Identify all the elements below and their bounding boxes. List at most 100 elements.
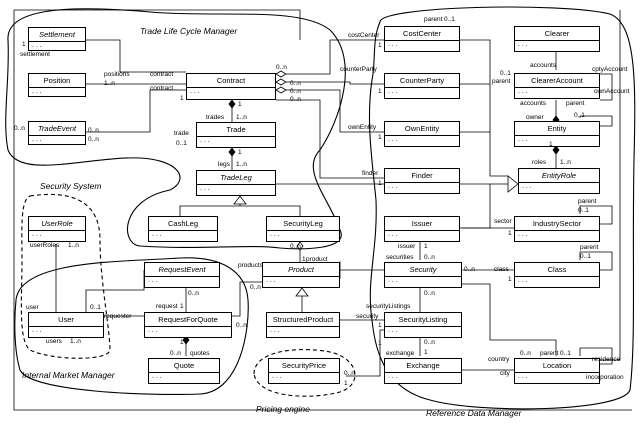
class-entity-role[interactable]: EntityRole . . . — [518, 168, 600, 194]
class-counter-party[interactable]: CounterParty . . . — [384, 73, 460, 99]
class-name: SecurityListing — [385, 313, 461, 327]
multiplicity-label: 0..n — [88, 136, 99, 143]
role-label: userRoles — [30, 242, 60, 249]
class-attributes: . . . — [32, 231, 42, 238]
class-attributes: . . . — [388, 327, 398, 334]
class-attributes: . . . — [518, 88, 528, 95]
class-attributes: . . . — [388, 373, 398, 380]
role-label: accounts — [520, 100, 547, 107]
role-label: securities — [386, 254, 414, 261]
role-label: product — [306, 256, 328, 263]
role-label: trade — [174, 130, 189, 137]
outer-frame-top — [14, 9, 301, 40]
composition-diamond-trade — [228, 147, 236, 157]
class-industry-sector[interactable]: IndustrySector . . . — [514, 216, 600, 242]
region-label-security-system: Security System — [40, 181, 102, 191]
role-label: quotes — [190, 350, 210, 357]
class-settlement[interactable]: Settlement . . . — [28, 27, 86, 51]
multiplicity-label: 0..n — [250, 284, 261, 291]
class-entity[interactable]: Entity . . . — [514, 121, 600, 147]
class-security-price[interactable]: SecurityPrice . . . — [268, 358, 340, 384]
aggregation-diamond-leg — [296, 241, 304, 251]
multiplicity-label: 0..n — [344, 370, 355, 377]
class-security[interactable]: Security . . . — [384, 262, 462, 288]
class-user-role[interactable]: UserRole . . . — [28, 216, 86, 242]
class-contract[interactable]: Contract . . . — [186, 73, 276, 100]
composition-diamond-contract — [228, 99, 236, 109]
class-attributes: . . . — [200, 185, 210, 192]
multiplicity-label: 1 — [424, 243, 428, 250]
line-leg-generalization — [179, 205, 301, 216]
class-attributes: . . . — [270, 327, 280, 334]
multiplicity-label: 1 — [378, 180, 382, 187]
class-own-entity[interactable]: OwnEntity . . . — [384, 121, 460, 147]
role-label: accounts — [530, 62, 557, 69]
class-name: IndustrySector — [515, 217, 599, 231]
role-label: counterParty — [340, 66, 377, 73]
region-label-internal-market: Internal Market Manager — [22, 370, 115, 380]
line-finder-contract — [276, 99, 384, 179]
role-label: residence — [592, 356, 621, 363]
class-name: Location — [515, 359, 599, 373]
multiplicity-label: 1 — [378, 88, 382, 95]
role-label: finder — [362, 170, 379, 177]
line-contract-counterparty — [276, 81, 384, 85]
multiplicity-label: 1 — [180, 303, 184, 310]
class-trade-event[interactable]: TradeEvent . . . — [28, 121, 86, 145]
class-exchange[interactable]: Exchange . . . — [384, 358, 462, 384]
class-finder[interactable]: Finder . . . — [384, 168, 460, 194]
multiplicity-label: 1..n — [68, 242, 79, 249]
class-attributes: . . . — [152, 373, 162, 380]
class-class[interactable]: Class . . . — [514, 262, 600, 288]
class-request-event[interactable]: RequestEvent . . . — [144, 262, 220, 288]
multiplicity-label: 0..n — [276, 64, 287, 71]
line-contract-ownentity — [276, 89, 384, 133]
role-label: costCenter — [348, 32, 380, 39]
role-label: contract — [150, 71, 174, 78]
class-request-for-quote[interactable]: RequestForQuote . . . — [144, 312, 232, 338]
class-structured-product[interactable]: StructuredProduct . . . — [266, 312, 340, 338]
multiplicity-label: 0..n — [236, 322, 247, 329]
class-cash-leg[interactable]: CashLeg . . . — [148, 216, 218, 242]
multiplicity-label: 1 — [302, 256, 306, 263]
multiplicity-label: 0..n — [424, 339, 435, 346]
class-user[interactable]: User . . . — [28, 312, 104, 338]
multiplicity-label: 0..1 — [580, 253, 591, 260]
class-security-listing[interactable]: SecurityListing . . . — [384, 312, 462, 338]
multiplicity-label: 1 — [238, 101, 242, 108]
role-label: roles — [532, 159, 547, 166]
aggregation-diamond-a — [275, 70, 287, 78]
class-issuer[interactable]: Issuer . . . — [384, 216, 460, 242]
class-clearer[interactable]: Clearer . . . — [514, 26, 600, 52]
line-costcenter-role — [460, 39, 508, 177]
class-trade[interactable]: Trade . . . — [196, 122, 276, 148]
class-quote[interactable]: Quote . . . — [148, 358, 220, 384]
class-attributes: . . . — [148, 277, 158, 284]
role-label: sector — [494, 218, 512, 225]
role-label: class — [494, 266, 509, 273]
generalization-triangle-role — [507, 175, 519, 193]
role-label: cptyAccount — [592, 66, 628, 73]
class-attributes: . . . — [32, 327, 42, 334]
class-position[interactable]: Position . . . — [28, 73, 86, 97]
class-attributes: . . . — [190, 88, 200, 95]
composition-diamond-rfq — [182, 335, 190, 345]
class-product[interactable]: Product . . . — [262, 262, 340, 288]
class-cost-center[interactable]: CostCenter . . . — [384, 26, 460, 52]
role-label: positions — [104, 71, 130, 78]
role-label: ownAccount — [594, 88, 630, 95]
aggregation-diamond-c — [275, 86, 287, 94]
multiplicity-label: 0..1 — [560, 350, 571, 357]
class-location[interactable]: Location . . . — [514, 358, 600, 384]
line-issuer-role — [460, 184, 491, 229]
class-name: OwnEntity — [385, 122, 459, 136]
multiplicity-label: 0..n — [290, 243, 301, 250]
class-name: RequestEvent — [145, 263, 219, 277]
class-trade-leg[interactable]: TradeLeg . . . — [196, 170, 276, 196]
role-label: request — [156, 303, 178, 310]
class-security-leg[interactable]: SecurityLeg . . . — [266, 216, 340, 242]
multiplicity-label: 0..n — [424, 290, 435, 297]
class-clearer-account[interactable]: ClearerAccount . . . — [514, 73, 600, 99]
class-name: Clearer — [515, 27, 599, 41]
multiplicity-label: 0..1 — [578, 207, 589, 214]
